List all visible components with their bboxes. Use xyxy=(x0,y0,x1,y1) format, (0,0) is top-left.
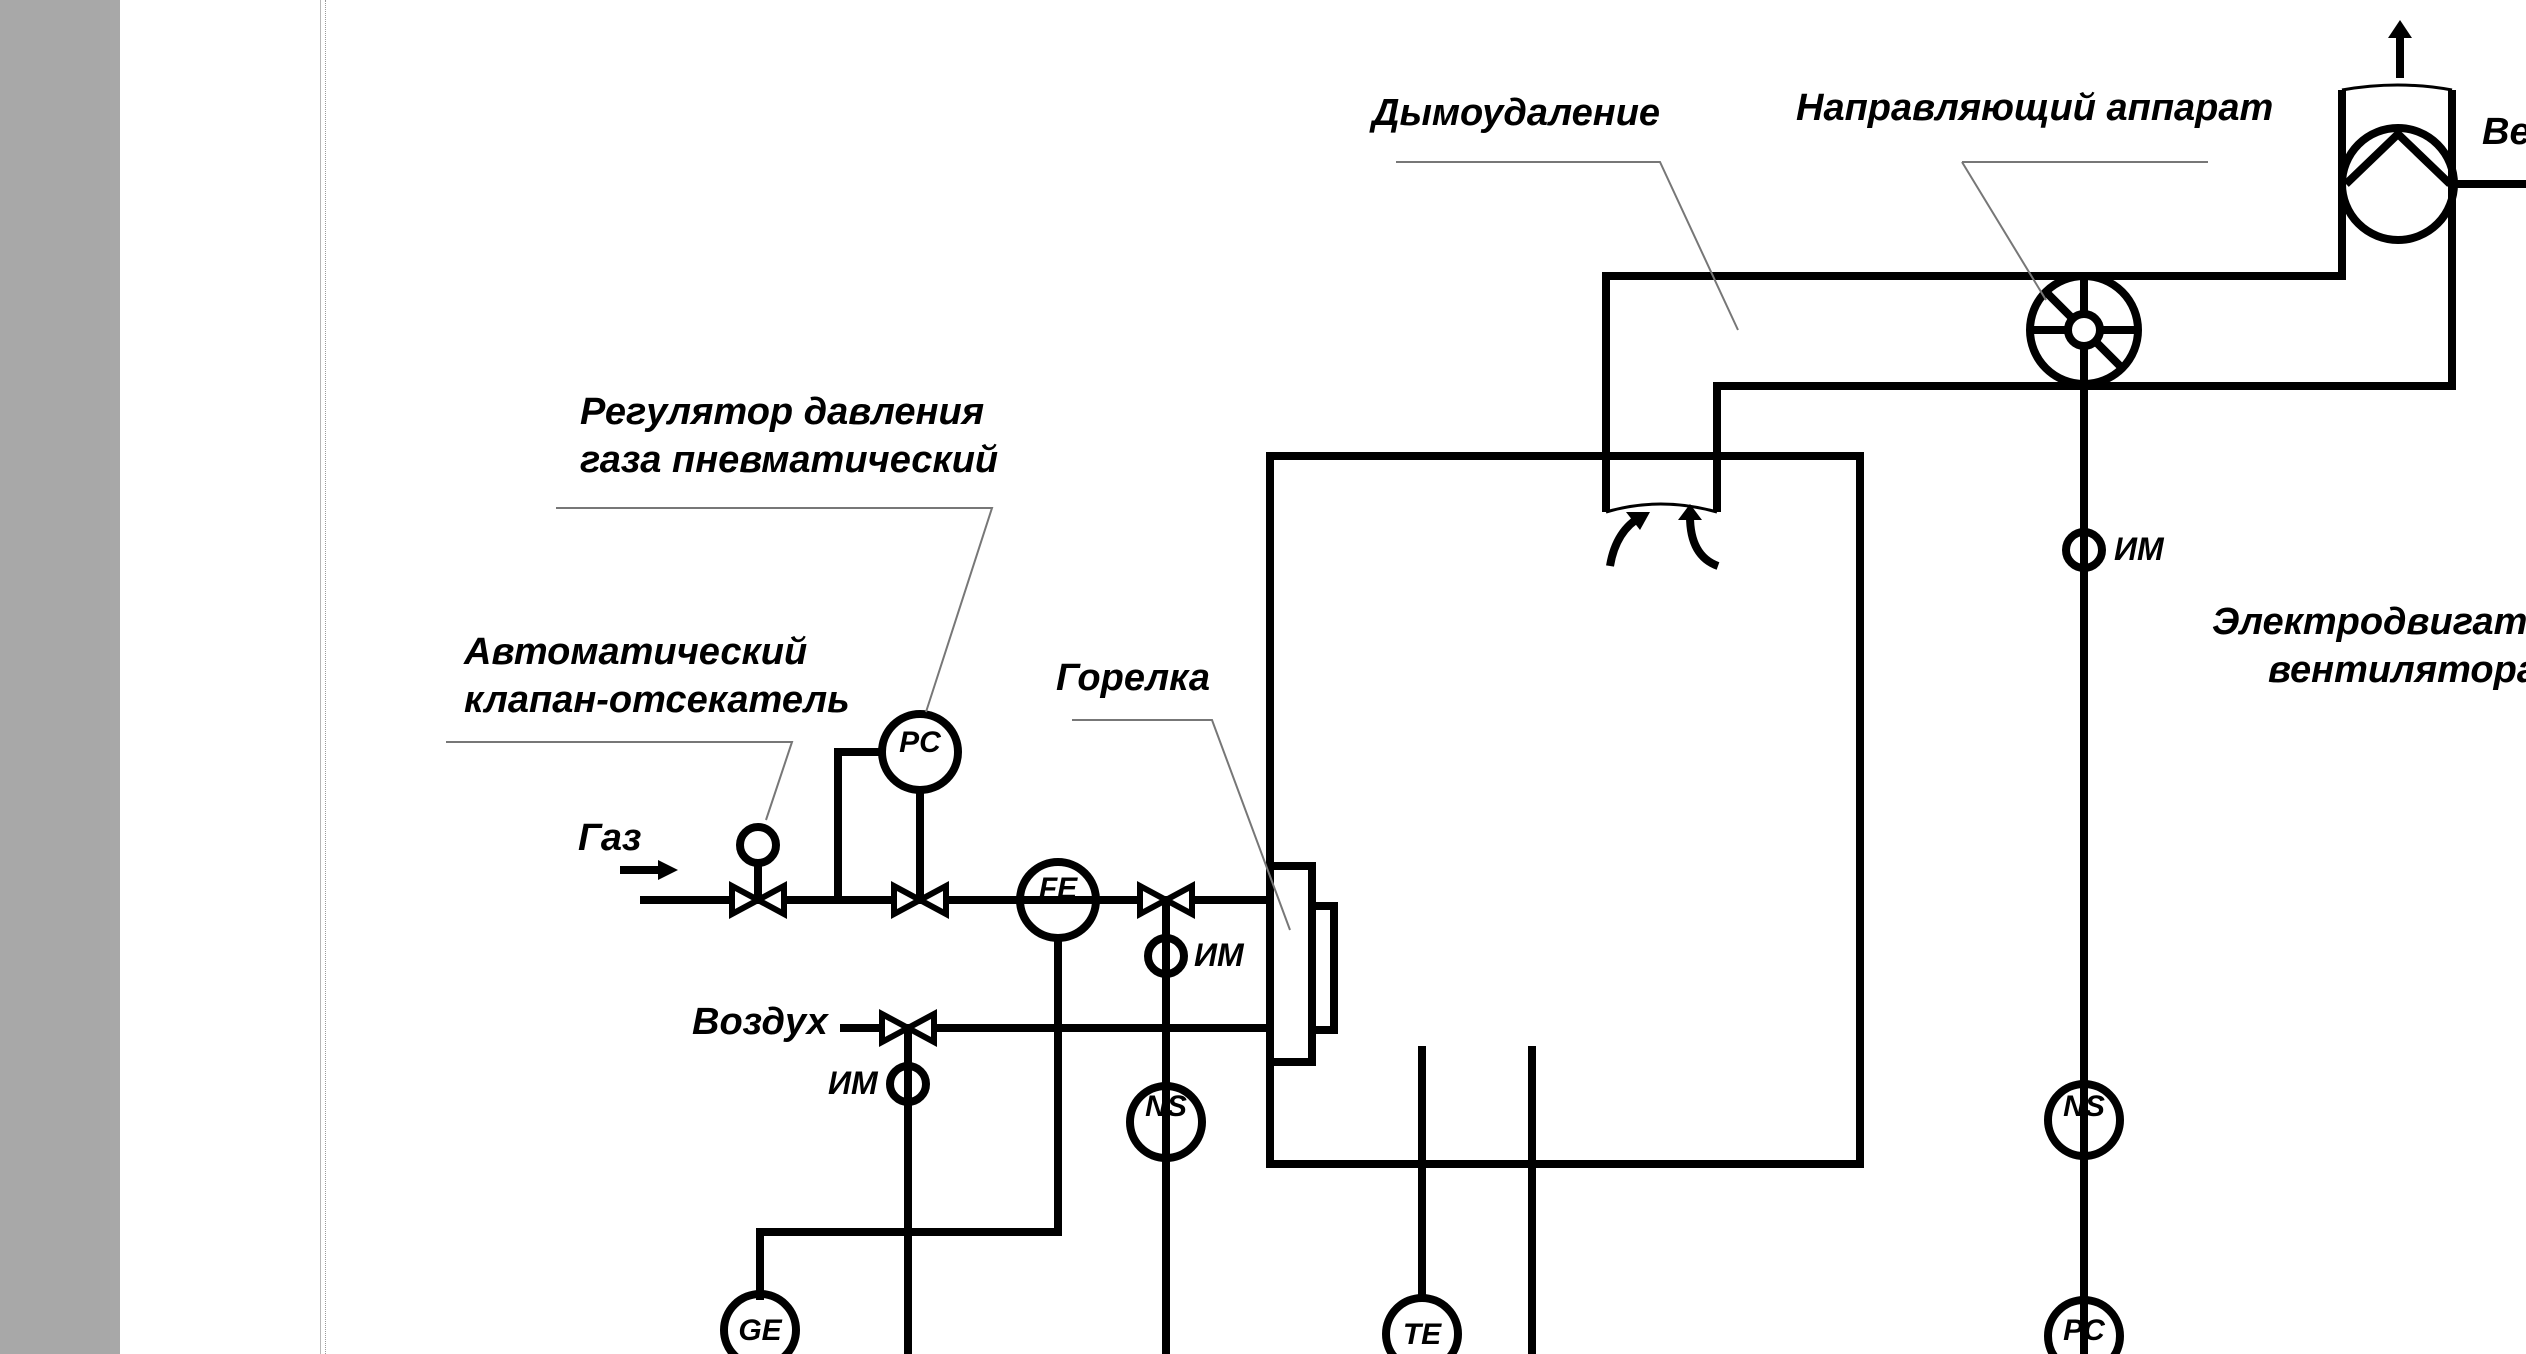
regulator-leader xyxy=(556,507,994,713)
pc-top-tag: PC xyxy=(899,726,942,759)
fan-symbol xyxy=(2338,83,2526,244)
burner-body xyxy=(1266,862,1316,1066)
left-gray-panel xyxy=(0,0,120,1354)
im-right-tag: ИМ xyxy=(2114,531,2165,567)
im-right-circle xyxy=(2062,528,2106,572)
page-margin-line xyxy=(325,0,326,1354)
shutoff-label-line2: клапан-отсекатель xyxy=(464,679,850,721)
shutoff-valve xyxy=(729,823,787,920)
air-label: Воздух xyxy=(692,1001,830,1043)
ns-right-circle xyxy=(2044,1080,2124,1160)
fe-tag: FE xyxy=(1039,872,1078,905)
im-air-circle xyxy=(886,1062,930,1106)
flue-arrow-left-head xyxy=(1626,512,1650,530)
ns-right-tag: NS xyxy=(2063,1090,2105,1123)
guide-vane-leader xyxy=(1961,161,2208,301)
furnace-box xyxy=(1266,452,1864,1168)
shutoff-label-line1: Автоматический xyxy=(463,631,807,673)
gas-label: Газ xyxy=(578,817,641,859)
im-air-tag: ИМ xyxy=(828,1065,879,1101)
burner-leader xyxy=(1072,719,1291,931)
duct-inlet xyxy=(1605,502,1718,514)
te-circle xyxy=(1382,1294,1462,1354)
shutoff-leader xyxy=(446,741,794,821)
im-burner-circle xyxy=(1144,934,1188,978)
regulator-label-line1: Регулятор давления xyxy=(580,391,984,433)
im-burner-tag: ИМ xyxy=(1194,937,1245,973)
pc-top-circle xyxy=(878,710,962,794)
pressure-regulator xyxy=(834,748,949,920)
page-margin xyxy=(120,0,321,1354)
smoke-removal-label: Дымоудаление xyxy=(1369,92,1660,134)
air-valve xyxy=(879,1008,937,1354)
pc-bottom-tag: PC xyxy=(2063,1314,2106,1347)
pc-bottom-circle xyxy=(2044,1296,2124,1354)
exhaust-arrow xyxy=(2388,20,2412,78)
guide-vane-label: Направляющий аппарат xyxy=(1796,87,2273,129)
motor-label-line2: вентилятора xyxy=(2268,649,2526,691)
regulator-label-line2: газа пневматический xyxy=(580,439,998,481)
flue-arrow-right-head xyxy=(1678,504,1702,520)
ns-left-circle xyxy=(1126,1082,1206,1162)
motor-label-line1: Электродвигат xyxy=(2212,601,2526,643)
smoke-removal-leader xyxy=(1396,161,1739,331)
gas-arrow xyxy=(620,860,678,880)
fan-label: Ве xyxy=(2482,111,2526,153)
ge-circle xyxy=(720,1290,800,1354)
te-tag: TE xyxy=(1403,1318,1442,1351)
ns-left-tag: NS xyxy=(1145,1090,1187,1123)
guide-vane-symbol xyxy=(2026,272,2142,388)
burner-nozzle xyxy=(1312,902,1338,1034)
burner-label: Горелка xyxy=(1056,657,1210,699)
flue-arrow-right xyxy=(1686,515,1720,570)
ge-tag: GE xyxy=(738,1314,782,1347)
